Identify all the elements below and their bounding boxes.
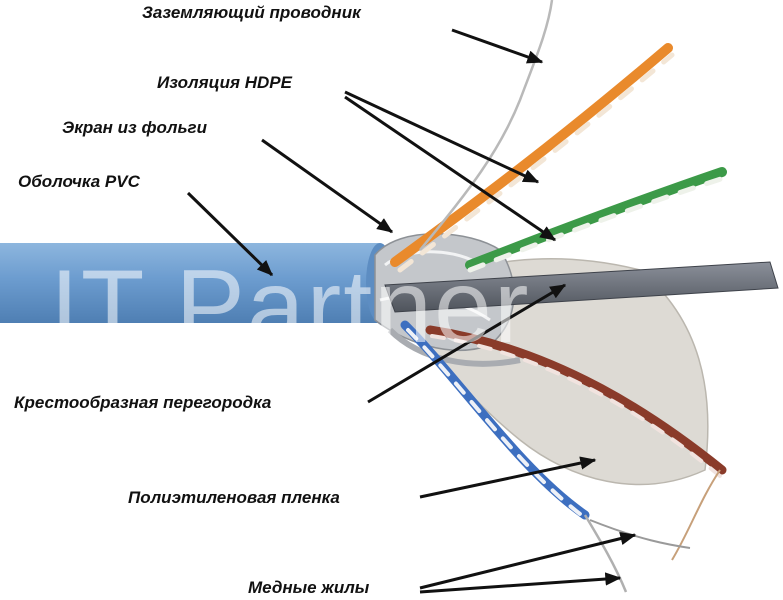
label-copper-cores: Медные жилы [248, 578, 370, 597]
arrow-copper-cores-1 [419, 532, 637, 590]
annotation-arrows [186, 28, 637, 594]
blue-pair [400, 320, 590, 522]
ground-wire [419, 0, 554, 251]
arrow-cross-separator [367, 283, 567, 404]
label-pvc-jacket: Оболочка PVC [18, 172, 140, 191]
arrow-pvc-jacket [186, 191, 274, 277]
label-foil-screen: Экран из фольги [62, 118, 207, 137]
label-ground-wire: Заземляющий проводник [142, 3, 361, 22]
arrow-ground-wire [451, 28, 544, 64]
watermark: IT Partner [50, 249, 531, 365]
arrow-copper-cores-2 [419, 572, 622, 594]
label-hdpe-insulation: Изоляция HDPE [157, 73, 292, 92]
brown-pair [425, 325, 727, 478]
cross-separator [384, 261, 779, 313]
arrow-foil-screen [261, 138, 394, 234]
arrow-polyethylene-film [419, 456, 597, 499]
arrow-hdpe-2 [344, 95, 557, 242]
label-cross-separator: Крестообразная перегородка [14, 393, 272, 412]
green-pair [465, 167, 727, 273]
label-polyethylene-film: Полиэтиленовая пленка [128, 488, 340, 507]
orange-pair [390, 43, 675, 273]
copper-cores [583, 469, 721, 593]
arrow-hdpe-1 [344, 90, 540, 184]
